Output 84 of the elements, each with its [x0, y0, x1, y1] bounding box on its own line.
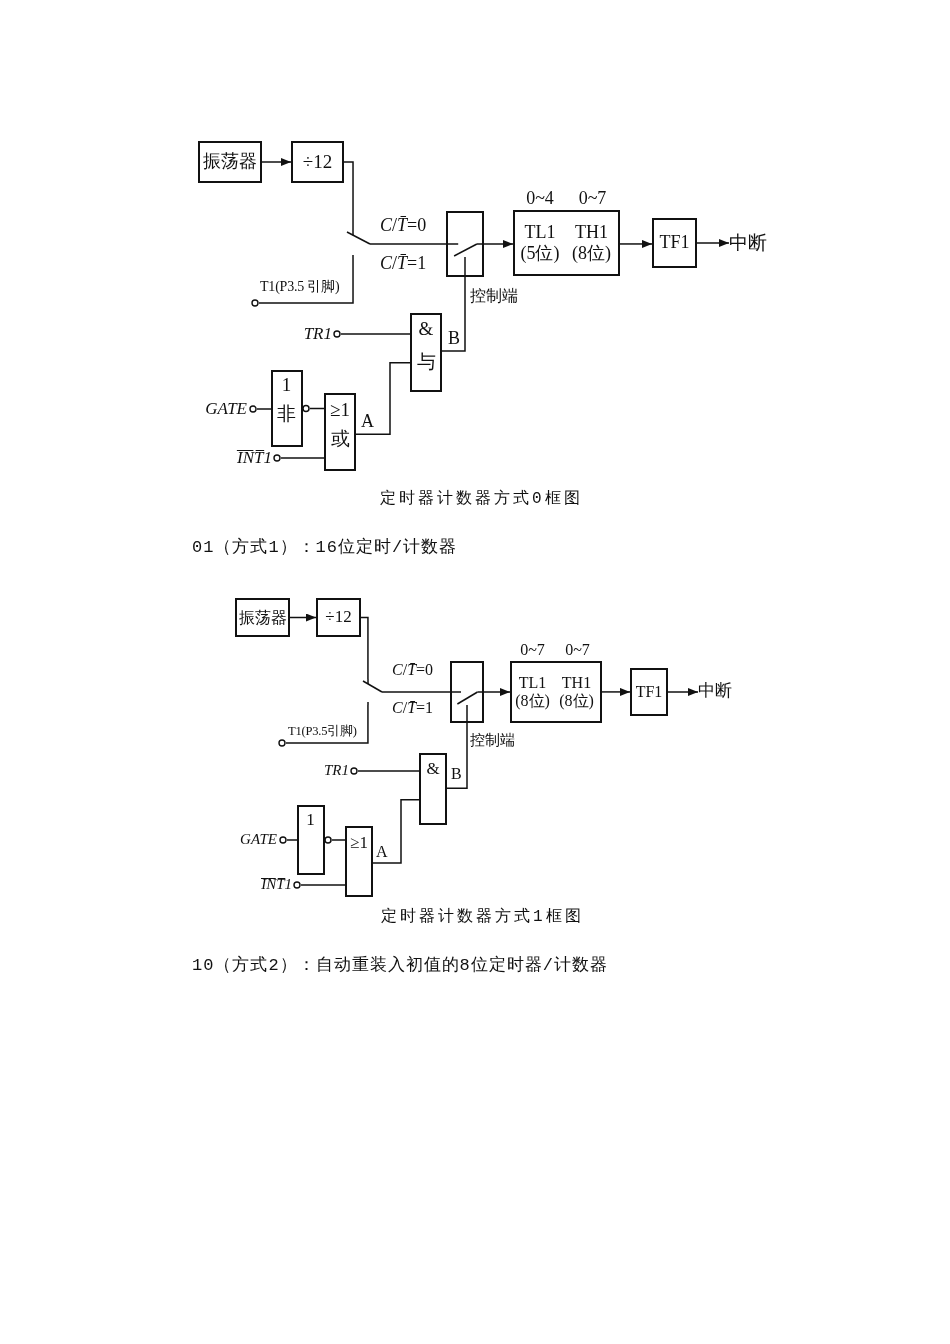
connector-line	[343, 161, 354, 231]
interrupt-label: 中断	[729, 232, 767, 254]
gate-label: 与	[416, 351, 436, 373]
timer-register: TL1 (5位)	[513, 210, 567, 276]
connector-line	[357, 770, 420, 772]
and-gate	[410, 313, 442, 392]
switch-icon	[362, 679, 384, 705]
terminal-icon	[278, 739, 286, 747]
connector-line	[441, 276, 466, 352]
and-gate	[419, 753, 447, 825]
pin-label: GATE	[205, 399, 247, 419]
connector-line	[331, 839, 346, 841]
switch-position-label: C/T̄=1	[380, 253, 427, 274]
oscillator-block: 振荡器	[235, 598, 290, 637]
gate-label: 非	[277, 403, 296, 425]
switch-icon	[346, 230, 372, 258]
bit-range-label: 0~4	[526, 187, 554, 210]
or-gate	[324, 393, 356, 471]
bit-range-label: 0~7	[565, 640, 590, 660]
connector-line	[280, 457, 325, 459]
figure-caption: 定时器计数器方式1框图	[381, 908, 584, 928]
figure-caption: 定时器计数器方式0框图	[380, 490, 583, 510]
pin-label: TR1	[324, 762, 349, 780]
gate-symbol: 1	[306, 811, 315, 830]
terminal-icon	[279, 836, 287, 844]
gate-symbol: &	[426, 760, 440, 779]
connector-line	[446, 722, 468, 790]
terminal-icon	[293, 881, 301, 889]
connector-line	[383, 691, 451, 693]
interrupt-label: 中断	[698, 681, 732, 701]
control-switch-box	[446, 211, 484, 277]
arrow	[601, 687, 631, 696]
connector-line	[371, 243, 447, 245]
arrow	[261, 158, 292, 166]
connector-line	[300, 884, 346, 886]
overflow-flag-block: TF1	[630, 668, 668, 716]
terminal-icon	[249, 405, 257, 413]
overflow-flag-block: TF1	[652, 218, 697, 268]
section-heading: 10（方式2）：自动重装入初值的8位定时器/计数器	[192, 956, 608, 977]
arrow	[696, 239, 730, 247]
connector-line	[355, 362, 411, 436]
divider-block: ÷12	[291, 141, 344, 183]
section-heading: 01（方式1）：16位定时/计数器	[192, 538, 458, 559]
gate-symbol: ≥1	[350, 834, 368, 853]
oscillator-block: 振荡器	[198, 141, 262, 183]
pin-label: T1(P3.5 引脚)	[260, 279, 340, 296]
control-input-label: 控制端	[470, 732, 515, 750]
pin-label: TR1	[303, 324, 332, 344]
switch-position-label: C/T̄=1	[392, 699, 434, 718]
connector-line	[258, 257, 354, 304]
bit-range-label: 0~7	[578, 187, 607, 210]
control-switch-box	[450, 661, 484, 723]
arrow	[667, 688, 699, 696]
connector-line	[285, 704, 369, 744]
connector-line	[372, 799, 420, 864]
terminal-icon	[251, 299, 259, 307]
connector-line	[340, 333, 411, 335]
gate-label: 或	[330, 428, 350, 450]
bit-range-label: 0~7	[520, 640, 545, 660]
pin-label: GATE	[240, 831, 277, 849]
divider-block: ÷12	[316, 598, 361, 637]
arrow	[483, 688, 511, 696]
timer-register: TH1 (8位)	[553, 661, 602, 723]
control-input-label: 控制端	[470, 287, 518, 306]
arrow	[483, 240, 514, 248]
pin-label: I̅N̅T̅1	[237, 448, 272, 468]
pin-label: T1(P3.5引脚)	[288, 724, 357, 739]
connector-line	[256, 408, 272, 410]
arrow	[289, 613, 317, 622]
pin-label: I̅N̅T̅1	[261, 876, 292, 894]
timer-register: TL1 (8位)	[510, 661, 555, 723]
arrow	[619, 239, 653, 248]
connector-line	[286, 839, 298, 841]
terminal-icon	[350, 767, 358, 775]
connector-line	[360, 616, 369, 680]
timer-register: TH1 (8位)	[565, 210, 620, 276]
gate-symbol: 1	[281, 375, 292, 396]
gate-symbol: ≥1	[330, 400, 350, 421]
switch-position-label: C/T̄=0	[392, 661, 434, 680]
gate-symbol: &	[418, 319, 434, 340]
or-gate	[345, 826, 373, 897]
terminal-icon	[333, 330, 341, 338]
terminal-icon	[273, 454, 281, 462]
switch-position-label: C/T̄=0	[380, 215, 427, 236]
